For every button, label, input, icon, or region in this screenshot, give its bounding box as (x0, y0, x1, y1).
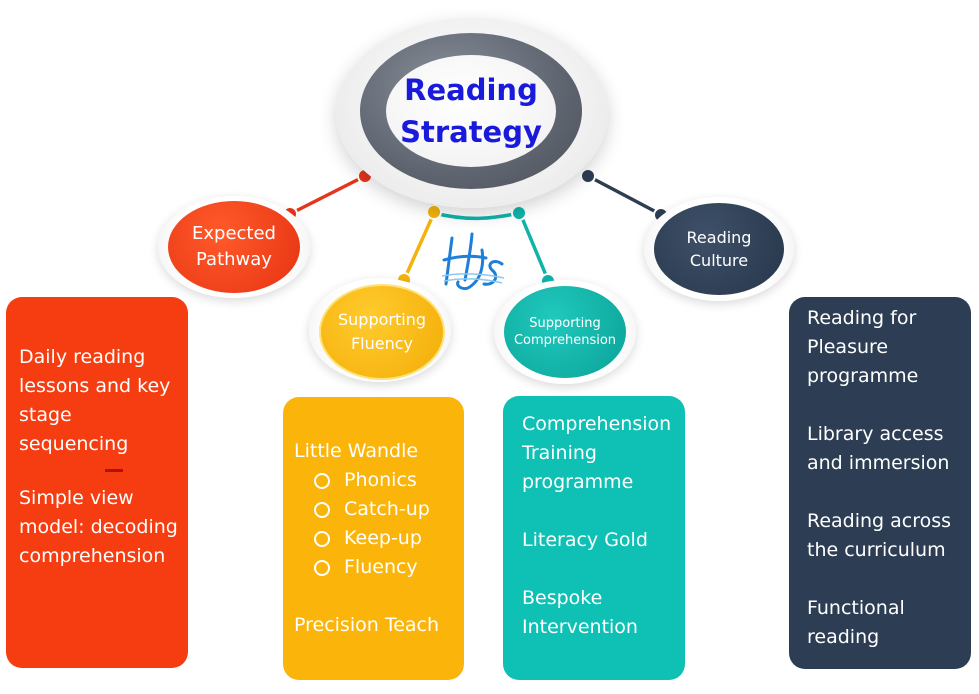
fluency-subitem: Fluency (344, 556, 418, 578)
circle-bullet-icon (314, 501, 330, 518)
node-reading-culture: Reading Culture (654, 203, 784, 295)
fluency-subitem: Keep-up (344, 527, 422, 549)
comprehension-item-2: Literacy Gold (522, 529, 648, 551)
fluency-subitem: Phonics (344, 469, 417, 491)
node-supporting-comprehension: Supporting Comprehension (504, 286, 626, 378)
comprehension-item-1: Comprehension Training programme (522, 413, 672, 493)
node-expected-pathway: Expected Pathway (168, 201, 300, 293)
list-item: Keep-up (294, 524, 456, 553)
hjs-logo (441, 232, 505, 290)
list-item: Catch-up (294, 495, 456, 524)
connector-comprehension (518, 211, 550, 282)
node-fluency-label: Supporting Fluency (338, 310, 426, 353)
culture-item-3: Reading across the curriculum (807, 510, 952, 561)
list-item: Phonics (294, 466, 456, 495)
hub-center: Reading Strategy (386, 55, 556, 167)
box-expected-pathway: Daily reading lessons and key stage sequ… (6, 297, 188, 668)
little-wandle-list: Phonics Catch-up Keep-up Fluency (294, 466, 456, 582)
connector-dot-comprehension-top (511, 205, 527, 221)
list-item: Fluency (294, 553, 456, 582)
node-expected-label: Expected Pathway (192, 223, 276, 270)
box-supporting-comprehension: Comprehension Training programme Literac… (503, 396, 685, 680)
connector-top (432, 211, 522, 221)
node-comprehension-label: Supporting Comprehension (513, 316, 617, 348)
culture-item-1: Reading for Pleasure programme (807, 307, 919, 387)
box-supporting-fluency: Little Wandle Phonics Catch-up Keep-up F… (283, 397, 464, 680)
culture-item-2: Library access and immersion (807, 423, 950, 474)
culture-item-4: Functional reading (807, 597, 905, 648)
box-reading-culture: Reading for Pleasure programme Library a… (789, 297, 971, 669)
fluency-heading: Little Wandle (294, 440, 419, 462)
expected-item-2: Simple view model: decoding comprehensio… (19, 487, 178, 567)
connector-dot-fluency-top (426, 204, 442, 220)
expected-item-1: Daily reading lessons and key stage sequ… (19, 346, 171, 455)
hub-title: Reading Strategy (400, 73, 542, 149)
fluency-item-precision: Precision Teach (294, 614, 440, 636)
separator-dash (105, 469, 123, 472)
fluency-subitem: Catch-up (344, 498, 430, 520)
circle-bullet-icon (314, 530, 330, 547)
node-culture-label: Reading Culture (686, 228, 752, 270)
connector-dot-culture-top (580, 168, 596, 184)
connector-culture (586, 174, 662, 216)
circle-bullet-icon (314, 472, 330, 489)
circle-bullet-icon (314, 559, 330, 576)
connector-expected (288, 174, 367, 216)
node-supporting-fluency: Supporting Fluency (319, 284, 445, 380)
comprehension-item-3: Bespoke Intervention (522, 587, 638, 638)
